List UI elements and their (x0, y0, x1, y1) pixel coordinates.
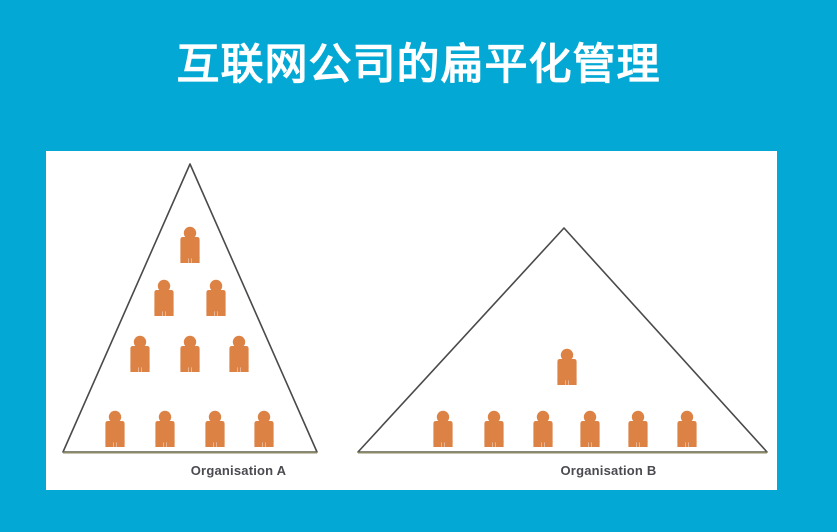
organisation-a-people (105, 226, 274, 447)
organisation-a-triangle (62, 163, 318, 453)
organisation-a-group (62, 163, 318, 454)
organisation-a-label: Organisation A (190, 463, 287, 478)
organisation-b-label: Organisation B (560, 463, 657, 478)
content-panel: Organisation A Organisation B (46, 151, 777, 490)
organisation-b-group (357, 227, 768, 454)
organisation-b-triangle (357, 227, 768, 453)
org-comparison-diagram: Organisation A Organisation B (46, 151, 777, 490)
page-title: 互联网公司的扁平化管理 (176, 40, 661, 90)
organisation-b-people (433, 348, 697, 447)
